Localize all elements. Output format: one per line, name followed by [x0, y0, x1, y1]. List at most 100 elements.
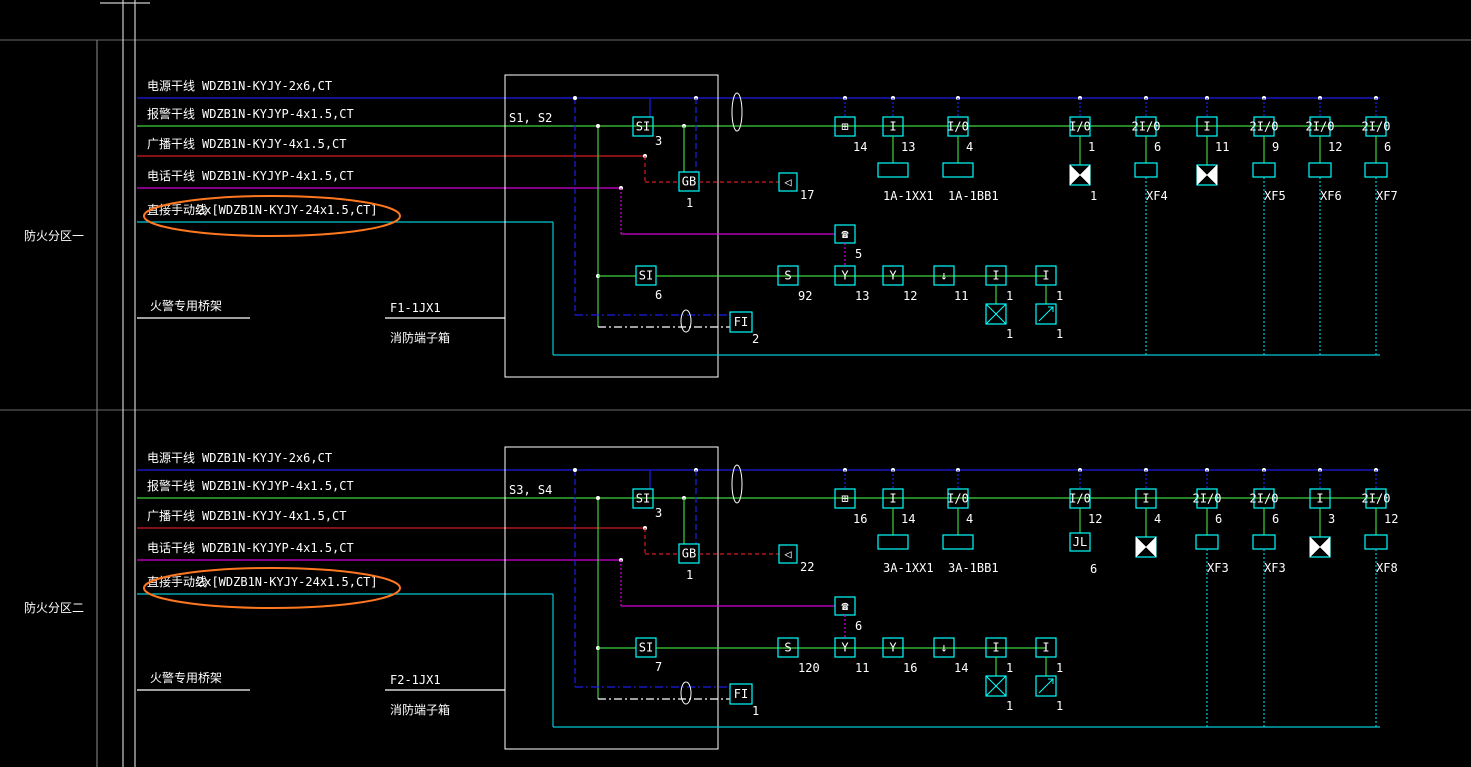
sub-label: 3A-1XX1 — [883, 561, 934, 575]
cable-spec: WDZB1N-KYJY-4x1.5,CT — [202, 509, 347, 523]
sub-label: XF3 — [1264, 561, 1286, 575]
cable-name: 广播干线 — [147, 509, 195, 523]
cable-name: 电源干线 — [147, 79, 195, 93]
module-icon — [985, 303, 1007, 325]
sub-box — [1364, 162, 1388, 178]
bottom-device-count: 16 — [903, 661, 917, 675]
bottom-device — [777, 265, 799, 286]
cable-name: 报警干线 — [147, 106, 195, 121]
top-device-count: 11 — [1215, 140, 1229, 154]
sub-label: XF3 — [1207, 561, 1229, 575]
si-top-label: SI — [636, 492, 650, 506]
loop-label: S3, S4 — [509, 483, 552, 497]
bottom-device — [933, 637, 955, 658]
top-device-count: 9 — [1272, 140, 1279, 154]
bottom-device-count: 14 — [954, 661, 968, 675]
si-top — [632, 488, 654, 509]
speaker-icon — [778, 172, 798, 192]
fi-label: FI — [734, 687, 748, 701]
bottom-device-label: S — [784, 269, 791, 283]
fi-count: 1 — [752, 704, 759, 718]
bottom-device-label: I — [1042, 269, 1049, 283]
bottom-device-count: 11 — [855, 661, 869, 675]
loop-label: S1, S2 — [509, 111, 552, 125]
speaker-count: 22 — [800, 560, 814, 574]
sub-box — [877, 162, 909, 178]
arrow-icon — [1038, 306, 1054, 322]
cable-name: 电话干线 — [147, 169, 195, 183]
highlight-ellipse — [143, 567, 401, 609]
speaker-icon — [778, 544, 798, 564]
terminal-box — [504, 74, 719, 378]
valve-fill — [1196, 164, 1218, 186]
junction-dot — [573, 468, 577, 472]
si-top-label: SI — [636, 120, 650, 134]
arrow-icon — [1038, 678, 1054, 694]
fi-label: FI — [734, 315, 748, 329]
top-device-label: ⊞ — [841, 492, 848, 506]
bottom-device-label: Y — [889, 641, 897, 655]
bottom-sub-label: 1 — [1056, 327, 1063, 341]
damper-icon — [985, 303, 1007, 325]
module-icon — [1035, 675, 1057, 697]
highlight-ellipse — [143, 195, 401, 237]
fi-count: 2 — [752, 332, 759, 346]
sub-box — [1252, 534, 1276, 550]
cable-spec: WDZB1N-KYJYP-4x1.5,CT — [202, 479, 354, 493]
cable-name: 电话干线 — [147, 541, 195, 555]
top-device-label: 2I/0 — [1362, 492, 1391, 506]
bottom-device-count: 1 — [1006, 661, 1013, 675]
damper-icon — [985, 675, 1007, 697]
cable-name: 电源干线 — [147, 451, 195, 465]
bottom-device — [777, 637, 799, 658]
sub-label: 1A-1XX1 — [883, 189, 934, 203]
gb-count: 1 — [686, 568, 693, 582]
jl-box-label: JL — [1073, 535, 1087, 549]
sub-label: XF8 — [1376, 561, 1398, 575]
box-id: F2-1JX1 — [390, 673, 441, 687]
sub-label: XF7 — [1376, 189, 1398, 203]
bundle-ellipse-top — [731, 92, 743, 132]
bottom-device-count: 92 — [798, 289, 812, 303]
sub-box — [1308, 162, 1332, 178]
cable-spec: 2x[WDZB1N-KYJY-24x1.5,CT] — [197, 575, 378, 589]
box-id: F1-1JX1 — [390, 301, 441, 315]
bottom-device-count: 1 — [1056, 289, 1063, 303]
phone-count: 6 — [855, 619, 862, 633]
valve-fill — [1069, 164, 1091, 186]
sub-label: 3A-1BB1 — [948, 561, 999, 575]
top-device-label: I — [889, 120, 896, 134]
cable-spec: WDZB1N-KYJY-2x6,CT — [202, 451, 332, 465]
cable-spec: WDZB1N-KYJYP-4x1.5,CT — [202, 169, 354, 183]
bottom-device — [882, 637, 904, 658]
si-bot-count: 7 — [655, 660, 662, 674]
si-top-count: 3 — [655, 134, 662, 148]
cable-spec: WDZB1N-KYJY-2x6,CT — [202, 79, 332, 93]
sub-box — [1364, 534, 1388, 550]
bottom-device-count: 13 — [855, 289, 869, 303]
valve-fill — [1309, 536, 1331, 558]
bridge-label: 火警专用桥架 — [150, 670, 222, 685]
top-device-count: 12 — [1088, 512, 1102, 526]
zone-label: 防火分区二 — [24, 600, 84, 615]
bottom-device-label: Y — [889, 269, 897, 283]
sub-label: XF4 — [1146, 189, 1168, 203]
bottom-device-label: ↓ — [940, 269, 947, 283]
fi — [729, 311, 753, 333]
sub-label: 6 — [1090, 562, 1097, 576]
sub-box — [1252, 162, 1276, 178]
bottom-device-label: Y — [841, 269, 849, 283]
top-device-label: 2I/0 — [1193, 492, 1222, 506]
top-device-count: 13 — [901, 140, 915, 154]
top-device-count: 14 — [853, 140, 867, 154]
bottom-device — [834, 637, 856, 658]
cable-name: 报警干线 — [147, 478, 195, 493]
bottom-device-count: 1 — [1006, 289, 1013, 303]
si-top-count: 3 — [655, 506, 662, 520]
top-device-count: 12 — [1384, 512, 1398, 526]
top-device-count: 6 — [1384, 140, 1391, 154]
zone-label: 防火分区一 — [24, 228, 84, 243]
top-device-label: ⊞ — [841, 120, 848, 134]
sub-box — [1195, 534, 1219, 550]
